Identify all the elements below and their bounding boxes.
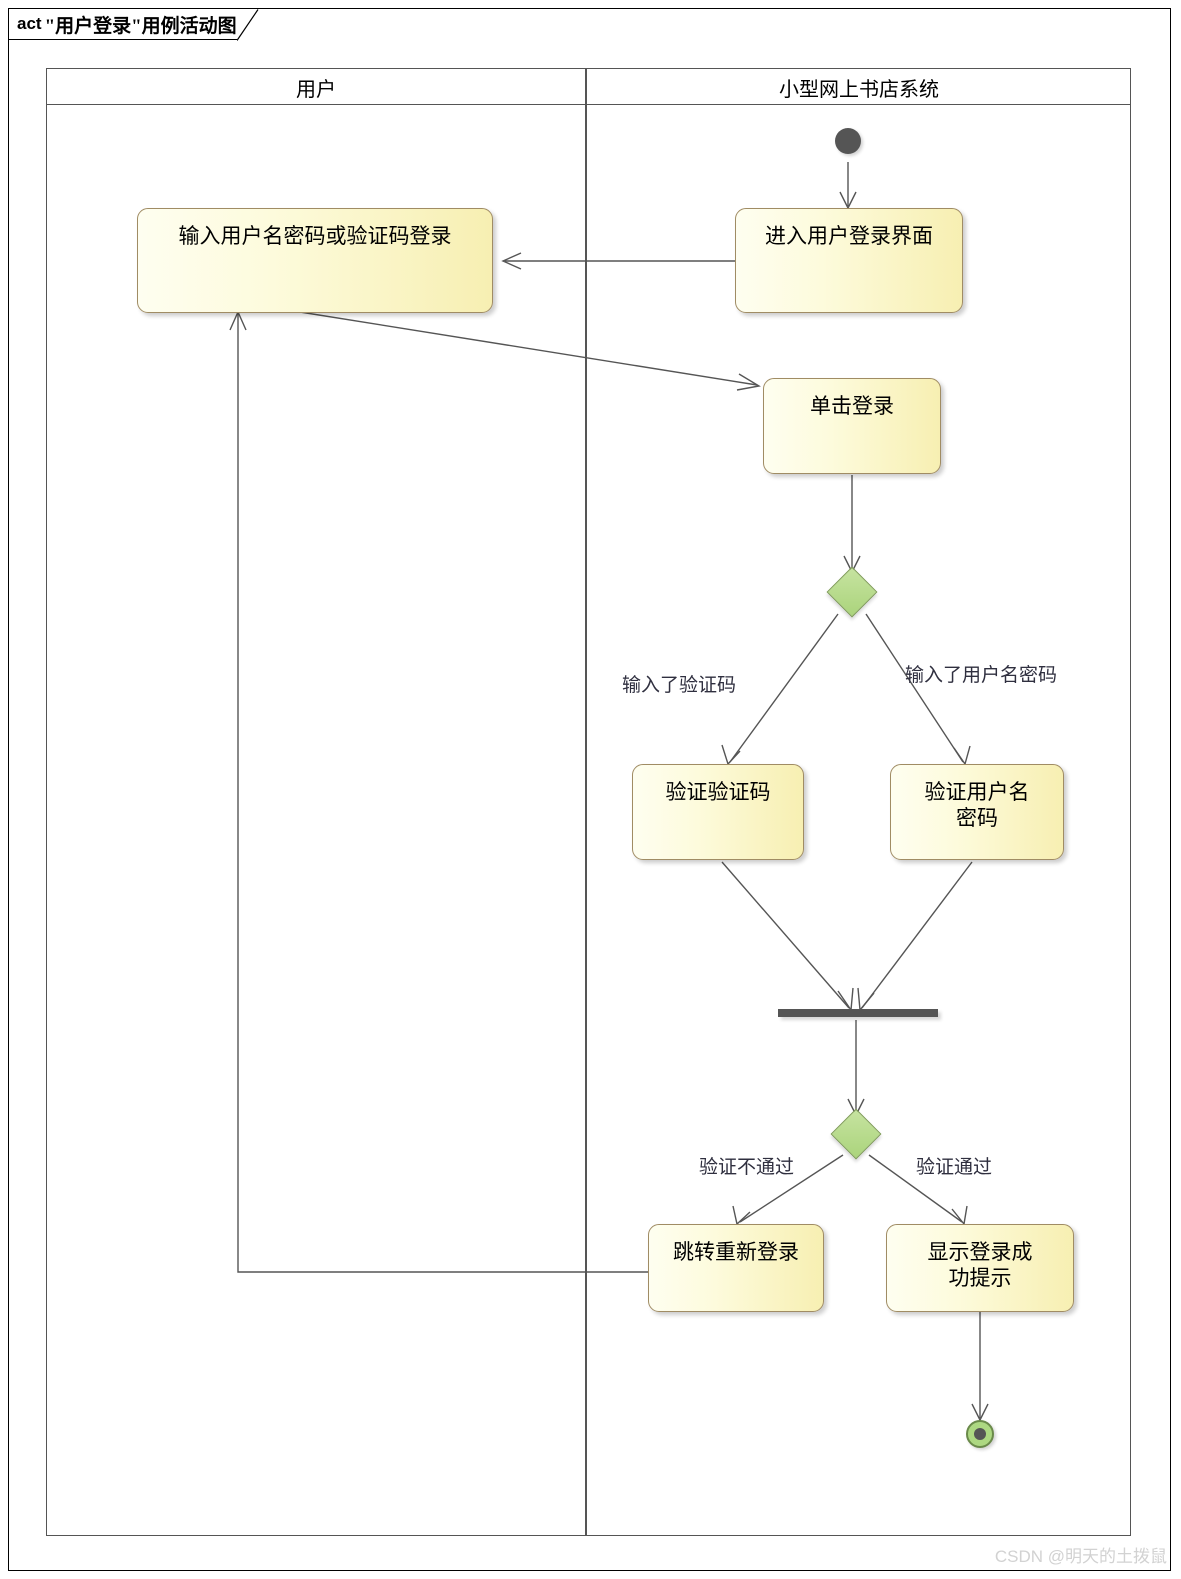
- merge-bar: [778, 1009, 938, 1017]
- diagram-keyword: act: [17, 14, 42, 33]
- action-enter-login-page: 进入用户登录界面: [735, 208, 963, 313]
- final-node: [966, 1420, 994, 1448]
- watermark: CSDN @明天的土拨鼠: [994, 1547, 1167, 1566]
- swimlane-frame: [46, 68, 1131, 1536]
- diagram-frame: [8, 8, 1171, 1571]
- edge-label-verify-failed: 验证不通过: [699, 1157, 795, 1178]
- swimlane-divider: [585, 68, 587, 1536]
- action-verify-captcha: 验证验证码: [632, 764, 804, 860]
- action-verify-username-password: 验证用户名 密码: [890, 764, 1064, 860]
- swimlane-title-user: 用户: [296, 78, 336, 101]
- edge-label-verify-passed: 验证通过: [916, 1157, 993, 1178]
- edge-label-captcha-entered: 输入了验证码: [622, 675, 737, 696]
- action-show-login-success: 显示登录成 功提示: [886, 1224, 1074, 1312]
- diagram-title-tab: act "用户登录"用例活动图: [9, 9, 237, 40]
- swimlane-header-row: [46, 68, 1131, 105]
- swimlane-title-system: 小型网上书店系统: [779, 78, 939, 101]
- title-tab-corner-cut: [236, 9, 259, 41]
- edge-label-credentials-entered: 输入了用户名密码: [905, 665, 1058, 686]
- action-input-credentials: 输入用户名密码或验证码登录: [137, 208, 493, 313]
- page-title: "用户登录"用例活动图: [44, 15, 237, 37]
- action-click-login: 单击登录: [763, 378, 941, 474]
- initial-node: [835, 128, 861, 154]
- action-jump-relogin: 跳转重新登录: [648, 1224, 824, 1312]
